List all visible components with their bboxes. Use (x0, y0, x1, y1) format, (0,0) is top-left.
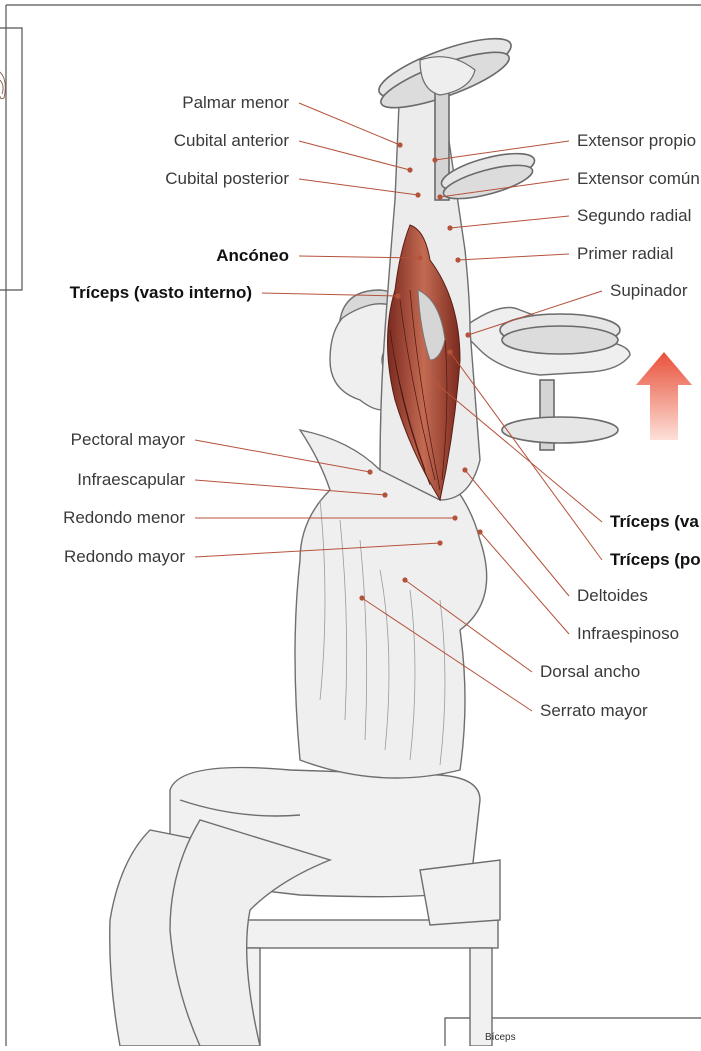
label-triceps-vasto-interno: Tríceps (vasto interno) (70, 283, 252, 303)
label-pectoral-mayor: Pectoral mayor (71, 430, 185, 450)
dot-pectoral-mayor (367, 469, 372, 474)
dot-extensor-propio (432, 157, 437, 162)
label-dorsal-ancho: Dorsal ancho (540, 662, 640, 682)
dot-triceps-po (447, 349, 452, 354)
dot-deltoides (462, 467, 467, 472)
dot-infraescapular (382, 492, 387, 497)
label-infraescapular: Infraescapular (77, 470, 185, 490)
label-anconeo: Ancóneo (216, 246, 289, 266)
label-serrato-mayor: Serrato mayor (540, 701, 648, 721)
dot-redondo-menor (452, 515, 457, 520)
dot-palmar-menor (397, 142, 402, 147)
label-triceps-va: Tríceps (va (610, 512, 699, 532)
leader-cubital-anterior (299, 141, 410, 170)
up-arrow-icon (636, 352, 692, 440)
label-triceps-po: Tríceps (po (610, 550, 701, 570)
label-extensor-comun: Extensor común (577, 169, 700, 189)
dot-segundo-radial (447, 225, 452, 230)
leader-palmar-menor (299, 103, 400, 145)
label-deltoides: Deltoides (577, 586, 648, 606)
label-palmar-menor: Palmar menor (182, 93, 289, 113)
label-redondo-mayor: Redondo mayor (64, 547, 185, 567)
dot-primer-radial (455, 257, 460, 262)
dot-cubital-anterior (407, 167, 412, 172)
label-segundo-radial: Segundo radial (577, 206, 691, 226)
inset-label: Bíceps (485, 1032, 516, 1043)
dot-triceps-va (435, 382, 440, 387)
leader-infraespinoso (480, 532, 569, 634)
label-cubital-anterior: Cubital anterior (174, 131, 289, 151)
label-primer-radial: Primer radial (577, 244, 673, 264)
label-supinador: Supinador (610, 281, 688, 301)
dot-supinador (465, 332, 470, 337)
dot-serrato-mayor (359, 595, 364, 600)
dot-dorsal-ancho (402, 577, 407, 582)
dot-cubital-posterior (415, 192, 420, 197)
label-cubital-posterior: Cubital posterior (165, 169, 289, 189)
leader-primer-radial (458, 254, 569, 260)
leader-segundo-radial (450, 216, 569, 228)
label-extensor-propio: Extensor propio (577, 131, 696, 151)
dot-triceps-vasto-interno (395, 293, 400, 298)
dot-anconeo (417, 255, 422, 260)
inset-box-bottom: Bíceps (485, 1032, 516, 1043)
inset-sketch-top (0, 72, 5, 99)
dot-extensor-comun (437, 194, 442, 199)
label-redondo-menor: Redondo menor (63, 508, 185, 528)
dot-redondo-mayor (437, 540, 442, 545)
dot-infraespinoso (477, 529, 482, 534)
label-infraespinoso: Infraespinoso (577, 624, 679, 644)
